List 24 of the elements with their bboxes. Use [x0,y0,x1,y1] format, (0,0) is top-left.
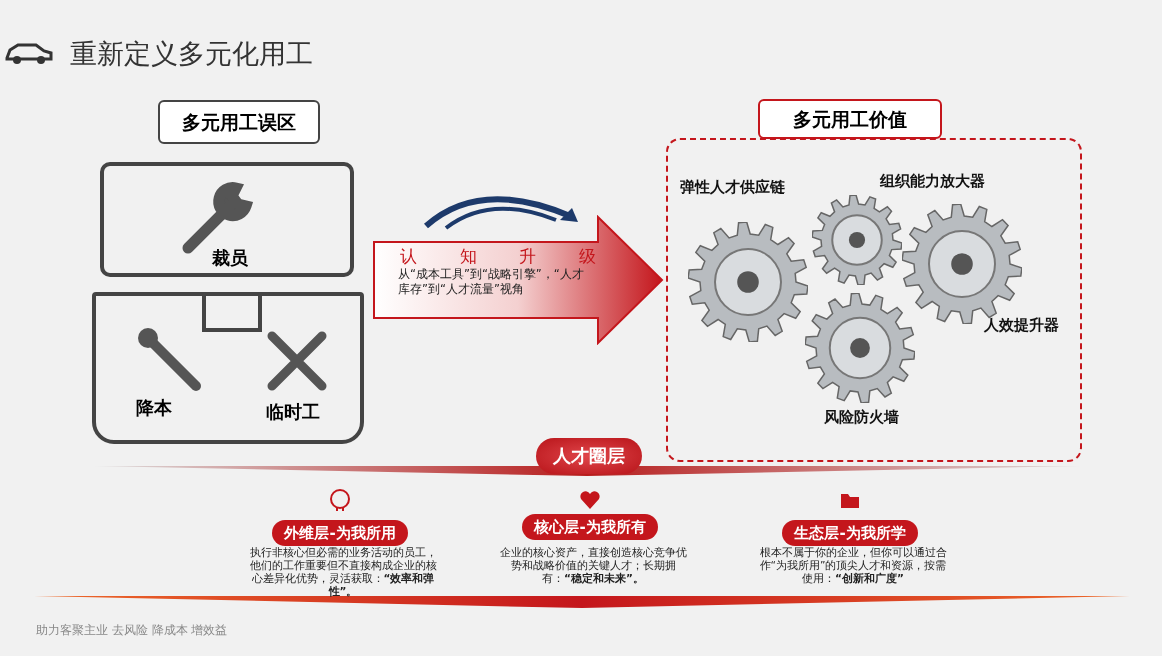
arrow-shape [372,215,664,345]
gear-label: 组织能力放大器 [880,172,985,191]
description-text: 根本不属于你的企业，但你可以通过合作“为我所用”的顶尖人才和资源，按需使用：“创新和广度” [758,546,948,585]
gear-label: 风险防火墙 [824,408,899,427]
tier-badge: 人才圈层 [536,438,642,474]
arrow-text: 从“成本工具”到“战略引擎”，“人才库存”到“人才流量”视角 [398,267,585,297]
tool-box [100,162,354,277]
description-text: 执行非核心但必需的业务活动的员工，他们的工作重要但不直接构成企业的核心差异化优势，灵活获取：“效率和弹性”。 [248,546,438,598]
footer-text: 助力客聚主业 去风险 降成本 增效益 [36,622,228,639]
arrow-heading: 认知升级 [400,245,596,268]
tool-label: 降本 [136,396,172,420]
tier-badge: 核心层-为我所有 [522,514,658,540]
tool-box [92,292,364,444]
slide-title: 重新定义多元化用工 [70,37,313,71]
description-text: 企业的核心资产，直接创造核心竞争优势和战略价值的关键人才；长期拥有：“稳定和未来”。 [498,546,688,585]
tool-label: 裁员 [212,246,248,270]
tier-badge: 外维层-为我所用 [272,520,408,546]
gear-label: 弹性人才供应链 [680,178,785,197]
dashed-region [666,138,1082,462]
tier-badge: 生态层-为我所学 [782,520,918,546]
heading-box: 多元用工价值 [758,99,942,139]
gear-label: 人效提升器 [984,316,1059,335]
tool-label: 临时工 [266,400,320,424]
heading-box: 多元用工误区 [158,100,320,144]
